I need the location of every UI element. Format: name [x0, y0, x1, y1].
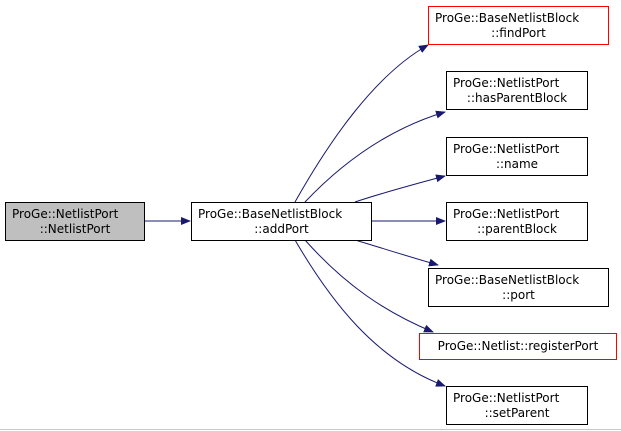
node-label-line1: ProGe::NetlistPort	[12, 206, 119, 221]
edge-addport-to-name	[354, 174, 446, 203]
node-hasparentblock[interactable]: ProGe::NetlistPort ::hasParentBlock	[446, 71, 588, 110]
node-label-line1: ProGe::NetlistPort	[453, 141, 560, 156]
node-label-line1: ProGe::NetlistPort	[453, 206, 560, 221]
node-label-line2: ::name	[495, 156, 539, 171]
edge-addport-to-hasparentblock	[304, 110, 446, 203]
node-label-line2: ::setParent	[484, 405, 550, 420]
node-label-line2: ::hasParentBlock	[466, 90, 568, 105]
node-label-line1: ProGe::NetlistPort	[453, 390, 560, 405]
edge-addport-to-setparent	[294, 239, 446, 387]
edge-addport-to-findport	[294, 44, 429, 203]
edge-addport-to-registerport	[304, 239, 434, 333]
bottom-divider	[0, 429, 621, 430]
node-label-line2: ::port	[502, 287, 535, 302]
node-setparent[interactable]: ProGe::NetlistPort ::setParent	[446, 386, 588, 425]
node-label-line1: ProGe::NetlistPort	[453, 75, 560, 90]
node-label-line1: ProGe::BaseNetlistBlock	[198, 206, 343, 221]
node-name[interactable]: ProGe::NetlistPort ::name	[446, 137, 588, 176]
node-label-line1: ProGe::BaseNetlistBlock	[435, 272, 580, 287]
node-registerport[interactable]: ProGe::Netlist::registerPort	[419, 333, 617, 360]
node-parentblock[interactable]: ProGe::NetlistPort ::parentBlock	[446, 202, 588, 241]
node-findport[interactable]: ProGe::BaseNetlistBlock ::findPort	[428, 6, 609, 45]
node-label-line2: ::parentBlock	[477, 221, 557, 236]
node-label-line2: ::addPort	[254, 221, 309, 236]
edge-addport-to-port	[354, 239, 439, 267]
node-port[interactable]: ProGe::BaseNetlistBlock ::port	[428, 268, 609, 307]
node-netlistport-constructor[interactable]: ProGe::NetlistPort ::NetlistPort	[5, 202, 145, 241]
node-label-line1: ProGe::BaseNetlistBlock	[435, 10, 580, 25]
node-addport[interactable]: ProGe::BaseNetlistBlock ::addPort	[191, 202, 372, 241]
node-label: ProGe::Netlist::registerPort	[437, 339, 599, 353]
node-label-line2: ::NetlistPort	[39, 221, 111, 236]
node-label-line2: ::findPort	[491, 25, 546, 40]
